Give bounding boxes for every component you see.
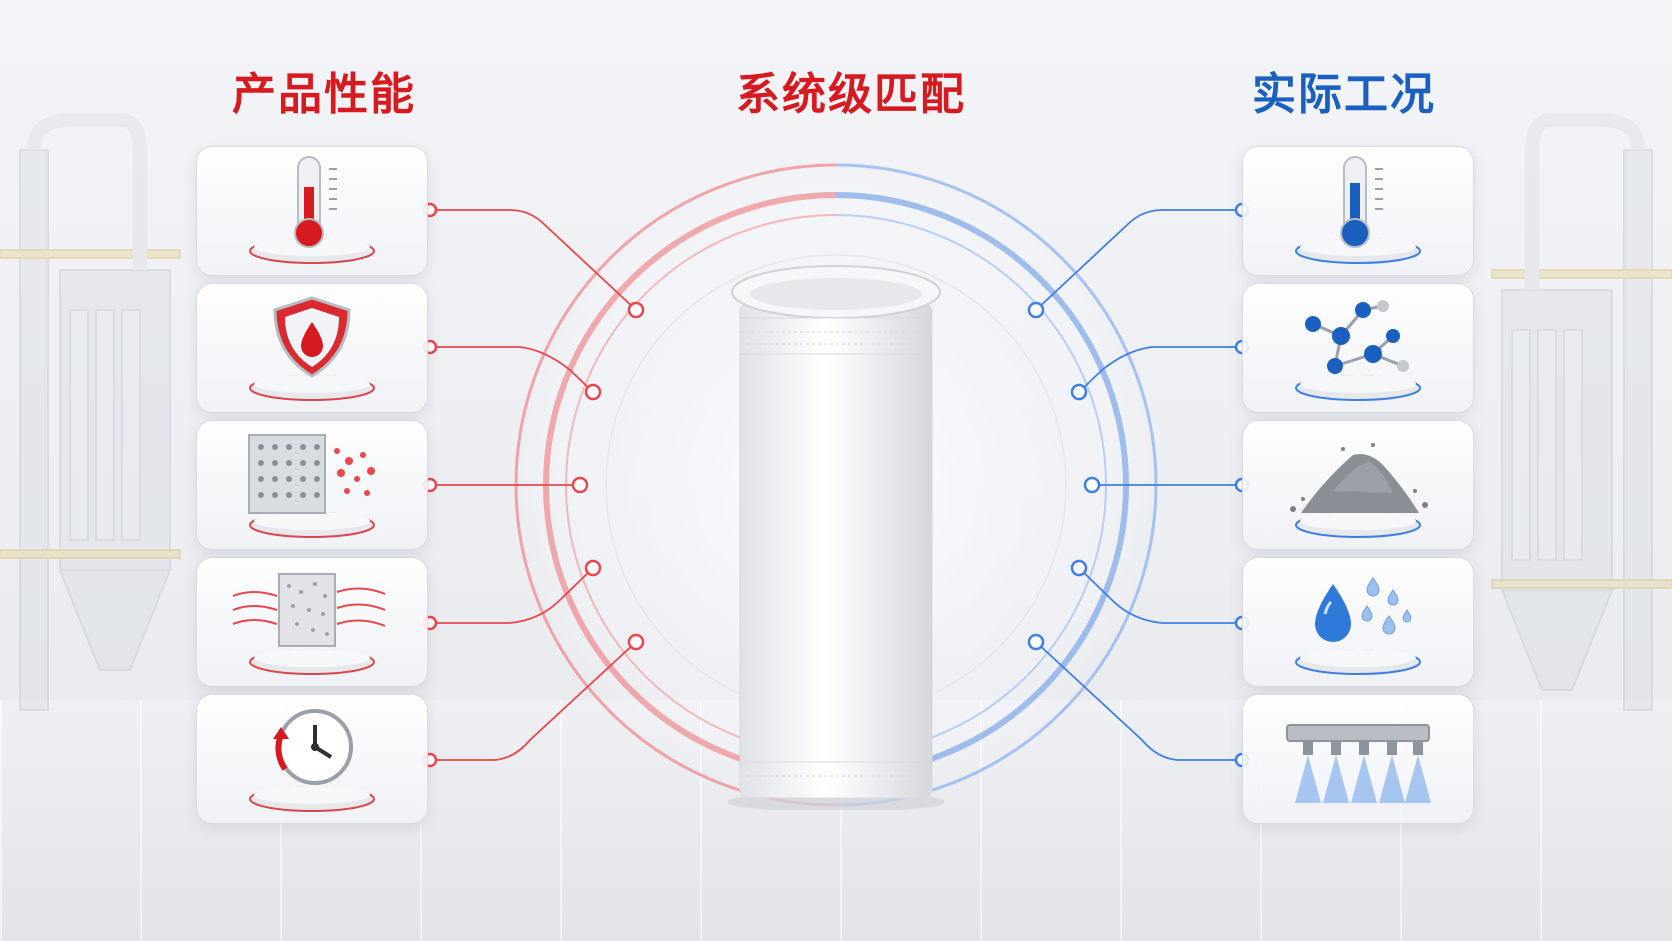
clock-cycle-icon bbox=[249, 709, 375, 812]
connector-right-4 bbox=[1078, 567, 1242, 624]
filter-bag-icon bbox=[728, 265, 944, 810]
node-left-ring-1 bbox=[627, 301, 645, 319]
node-right-ring-3 bbox=[1083, 476, 1101, 494]
airflow-media-icon bbox=[232, 573, 386, 675]
title-product-performance: 产品性能 bbox=[232, 69, 416, 120]
card-performance-filtration: filter-plate-particles-icon bbox=[196, 420, 428, 550]
title-system-matching: 系统级匹配 bbox=[736, 69, 966, 120]
connector-left-1 bbox=[430, 209, 637, 311]
node-right-ring-1 bbox=[1027, 301, 1045, 319]
card-performance-service-life: clock-cycle-icon bbox=[196, 694, 428, 824]
connector-left-5 bbox=[430, 641, 637, 761]
filter-plate-particles-icon bbox=[248, 434, 375, 538]
node-left-ring-4 bbox=[584, 559, 602, 577]
molecule-icon bbox=[1295, 300, 1421, 401]
dust-pile-icon bbox=[1290, 443, 1428, 538]
card-condition-dust: dust-pile-icon bbox=[1242, 420, 1474, 550]
node-right-ring-2 bbox=[1070, 383, 1088, 401]
card-performance-chemical-resistance: shield-drop-icon bbox=[196, 283, 428, 413]
industrial-plant-right bbox=[1491, 113, 1672, 711]
card-performance-permeability: airflow-media-icon bbox=[196, 557, 428, 687]
card-condition-spray: spray-nozzles-icon bbox=[1242, 694, 1474, 824]
node-left-ring-2 bbox=[584, 383, 602, 401]
thermometer-blue-icon bbox=[1295, 156, 1421, 264]
node-left-ring-5 bbox=[627, 633, 645, 651]
card-performance-temperature: thermometer-red-icon bbox=[196, 146, 428, 276]
water-drops-icon bbox=[1295, 577, 1421, 675]
card-condition-temperature: thermometer-blue-icon bbox=[1242, 146, 1474, 276]
card-condition-chemistry: molecule-icon bbox=[1242, 283, 1474, 413]
card-condition-moisture: water-drops-icon bbox=[1242, 557, 1474, 687]
node-right-ring-4 bbox=[1070, 559, 1088, 577]
thermometer-red-icon bbox=[249, 156, 375, 264]
connector-right-5 bbox=[1035, 641, 1242, 761]
connector-left-2 bbox=[430, 346, 594, 393]
connector-right-1 bbox=[1035, 209, 1242, 311]
node-left-ring-3 bbox=[571, 476, 589, 494]
industrial-plant-left bbox=[0, 113, 181, 711]
title-actual-conditions: 实际工况 bbox=[1252, 69, 1436, 120]
spray-nozzles-icon bbox=[1286, 724, 1431, 803]
node-right-ring-5 bbox=[1027, 633, 1045, 651]
shield-drop-icon bbox=[249, 296, 375, 401]
connector-left-4 bbox=[430, 567, 594, 624]
connector-right-2 bbox=[1078, 346, 1242, 393]
